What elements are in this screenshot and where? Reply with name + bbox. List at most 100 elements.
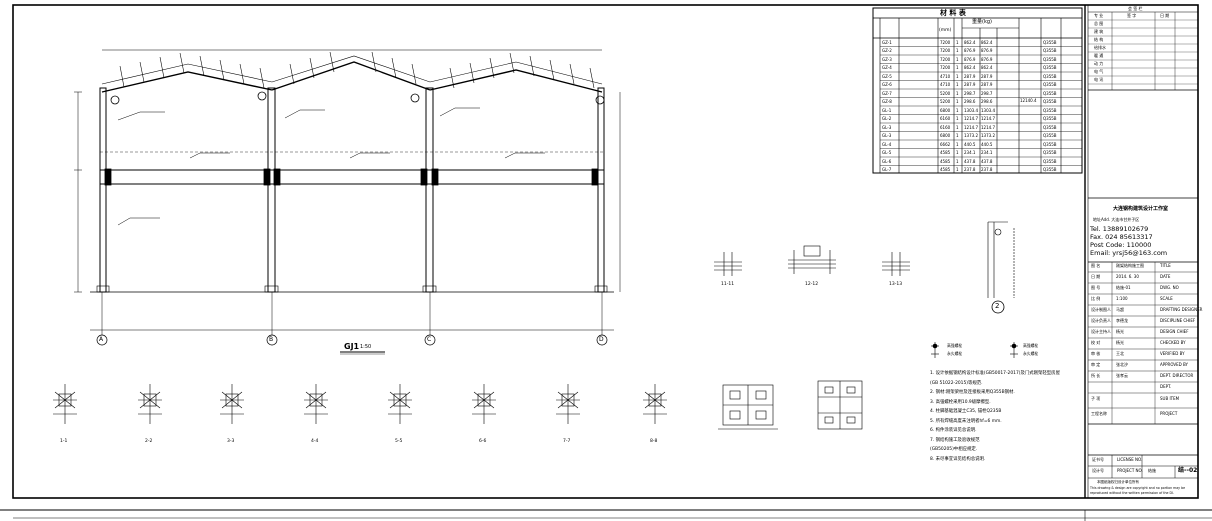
material-cell-w2: 876.9 — [981, 56, 993, 62]
material-cell-w2: 1303.4 — [981, 107, 995, 113]
title-block-value: 李德龙 — [1116, 318, 1128, 323]
sheet-label: 结施 — [1148, 468, 1156, 473]
material-cell-w1: 440.5 — [964, 141, 976, 147]
note-line: 1. 设计依据钢结构设计标准(GB50017-2017)及门式刚架轻型房屋 — [930, 371, 1060, 376]
material-cell-qty: 1 — [956, 56, 959, 62]
company-tel: Tel. 13889102679 — [1090, 225, 1149, 233]
material-cell-cls: Q355B — [1043, 150, 1057, 155]
material-cell-cls: Q355B — [1043, 99, 1057, 104]
note-line: (GB 51022-2015)等规范. — [930, 380, 983, 386]
material-cell-w2: 862.4 — [981, 39, 993, 45]
title-block-label: 审 核 — [1091, 351, 1101, 356]
footer-line: 本图纸版权归设计单位所有 — [1097, 480, 1139, 484]
section-label: 6-6 — [479, 439, 487, 444]
cosign-col: 日 期 — [1160, 13, 1170, 18]
material-cell-cls: Q355B — [1043, 141, 1057, 147]
note-line: 8. 未尽事宜详见结构总说明. — [930, 456, 986, 462]
material-cell-w1: 876.9 — [964, 48, 976, 53]
legend-label: 永久螺栓 — [947, 351, 963, 356]
title-block-en: SCALE — [1160, 296, 1173, 301]
material-cell-qty: 1 — [956, 82, 959, 87]
material-cell-code: GL-7 — [882, 167, 892, 172]
title-block-value: 结施-01 — [1116, 285, 1131, 290]
material-cell-len: 5200 — [940, 90, 951, 96]
material-cell-cls: Q355B — [1043, 39, 1057, 45]
title-block — [1084, 5, 1198, 498]
company-fax: Fax. 024 85613317 — [1090, 233, 1153, 241]
section-label: 4-4 — [311, 439, 319, 444]
note-line: 5. 所有焊缝高度未注明者hf=6 mm. — [930, 418, 1002, 424]
material-cell-qty: 1 — [956, 167, 959, 172]
title-block-label: 设计主持人 — [1091, 329, 1111, 334]
material-cell-cls: Q355B — [1043, 158, 1057, 164]
title-block-en: SUB ITEM — [1160, 396, 1180, 401]
material-cell-qty: 1 — [956, 48, 959, 53]
material-cell-cls: Q355B — [1043, 167, 1057, 172]
material-cell-w2: 440.5 — [981, 141, 993, 147]
legend-label: 高强螺栓 — [947, 343, 963, 348]
material-cell-w1: 1214.7 — [964, 116, 978, 121]
title-block-value: 2014. 6. 30 — [1116, 274, 1139, 279]
material-cell-w1: 298.7 — [964, 90, 976, 96]
title-block-label: 所 长 — [1091, 373, 1101, 378]
title-block-en: DESIGN CHIEF — [1160, 329, 1189, 334]
title-block-value: 杨光 — [1116, 329, 1124, 334]
note-line: 3. 高强螺栓采用10.9级摩擦型. — [930, 399, 991, 405]
axis-label-a: A — [99, 336, 104, 343]
material-cell-len: 4585 — [940, 158, 951, 164]
title-block-label: 比 例 — [1091, 296, 1101, 301]
footer-line: reproduced without the written permissio… — [1090, 491, 1174, 495]
material-cell-qty: 1 — [956, 107, 959, 113]
cosign-col: 签 字 — [1127, 13, 1137, 18]
project-label: 设计号 — [1092, 468, 1104, 473]
project-en: PROJECT NO. — [1117, 468, 1143, 473]
material-cell-code: GZ-3 — [882, 56, 892, 62]
material-cell-cls: Q355B — [1043, 133, 1057, 138]
legend-label: 高强螺栓 — [1023, 343, 1039, 348]
detail-label: 11-11 — [721, 282, 735, 287]
detail-label: 13-13 — [889, 282, 903, 287]
material-cell-cls: Q355B — [1043, 82, 1057, 87]
material-cell-w2: 1214.7 — [981, 124, 995, 130]
title-block-en: APPROVED BY — [1160, 362, 1189, 367]
material-cell-w1: 862.4 — [964, 65, 976, 70]
legend-label: 永久螺栓 — [1023, 351, 1039, 356]
material-cell-code: GZ-5 — [882, 73, 892, 79]
title-block-value: 1:100 — [1116, 296, 1128, 301]
material-cell-qty: 1 — [956, 158, 959, 164]
cosign-discipline: 给排水 — [1094, 45, 1106, 50]
material-table-title: 材 料 表 — [940, 9, 966, 17]
material-cell-cls: Q355B — [1043, 56, 1057, 62]
material-cell-len: 7200 — [940, 39, 951, 45]
material-cell-w2: 862.4 — [981, 65, 993, 70]
portal-frame-elevation — [74, 49, 621, 340]
material-cell-len: 4710 — [940, 73, 951, 79]
cosign-discipline: 电 讯 — [1094, 77, 1104, 82]
title-block-value: 马超 — [1116, 307, 1124, 312]
section-details — [53, 380, 863, 430]
cosign-discipline: 结 构 — [1094, 37, 1104, 42]
axis-bubbles — [96, 334, 608, 346]
frame-title-text: GJ1 — [344, 342, 360, 351]
material-cell-w2: 298.6 — [981, 99, 993, 104]
material-cell-len: 4585 — [940, 167, 951, 172]
material-cell-len: 6800 — [940, 133, 951, 138]
title-block-value: 杨光 — [1116, 340, 1124, 345]
material-cell-code: GL-6 — [882, 158, 892, 164]
title-block-value: 王北 — [1116, 351, 1124, 356]
title-block-en: DEPT. — [1160, 384, 1172, 389]
material-cell-cls: Q355B — [1043, 116, 1057, 121]
cosign-discipline: 建 筑 — [1094, 29, 1104, 34]
title-block-label: 工程名称 — [1091, 411, 1107, 416]
material-cell-code: GL-2 — [882, 116, 892, 121]
material-cell-qty: 1 — [956, 116, 959, 121]
material-cell-len: 6662 — [940, 141, 951, 147]
material-cell-w2: 876.9 — [981, 48, 993, 53]
material-cell-w1: 287.9 — [964, 73, 976, 79]
material-cell-len: 6160 — [940, 124, 951, 130]
company-address: 地址Add. 大连市甘井子区 — [1093, 217, 1140, 222]
title-block-en: TITLE — [1160, 263, 1171, 268]
title-block-en: DISCIPLINE CHIEF — [1160, 318, 1196, 323]
cosign-discipline: 电 气 — [1094, 69, 1104, 74]
material-cell-code: GZ-2 — [882, 48, 892, 53]
